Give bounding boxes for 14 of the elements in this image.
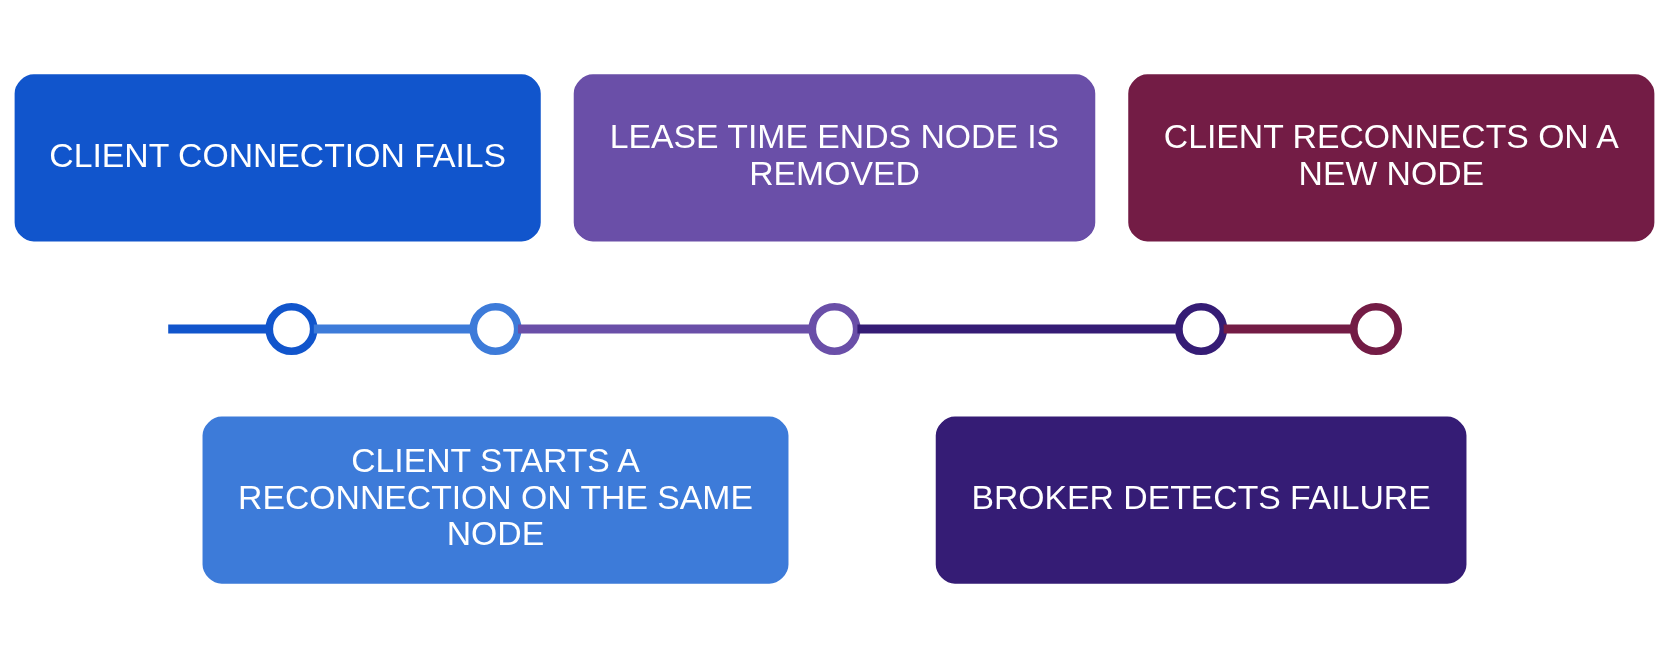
node-circle	[1175, 302, 1228, 355]
node-circle	[469, 302, 522, 355]
node-box: CLIENT STARTS A RECONNECTION ON THE SAME NODE	[202, 415, 789, 584]
connector	[1223, 323, 1354, 334]
node-circle	[265, 302, 318, 355]
connector	[313, 323, 473, 334]
node-box: CLIENT RECONNECTS ON A NEW NODE	[1128, 73, 1655, 242]
connector	[168, 323, 269, 334]
node-box: LEASE TIME ENDS NODE IS REMOVED	[573, 73, 1096, 242]
node-circle	[1349, 302, 1403, 355]
node-circle	[808, 302, 861, 355]
node-box: BROKER DETECTS FAILURE	[935, 415, 1467, 584]
connector	[857, 323, 1179, 334]
node-box: CLIENT CONNECTION FAILS	[14, 73, 541, 242]
